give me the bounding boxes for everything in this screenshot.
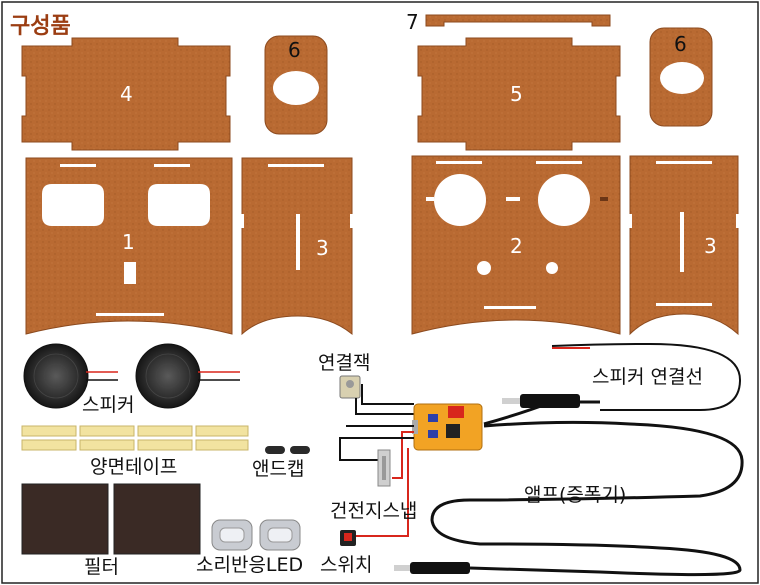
cardboard-piece-1 xyxy=(25,157,233,335)
label-speaker: 스피커 xyxy=(82,394,135,416)
label-switch: 스위치 xyxy=(320,554,373,576)
filter-sheets xyxy=(21,483,201,555)
cardboard-piece-5 xyxy=(417,37,621,151)
label-battery-snap: 건전지스냅 xyxy=(330,500,418,522)
piece-number-7: 7 xyxy=(406,10,419,34)
cardboard-piece-6-left xyxy=(264,35,328,135)
piece-number-1: 1 xyxy=(122,230,135,254)
label-endcap: 앤드캡 xyxy=(252,458,305,480)
cardboard-piece-7 xyxy=(425,14,611,27)
connection-jack xyxy=(339,375,414,415)
amp-wires xyxy=(339,425,414,537)
cardboard-piece-3-left xyxy=(238,157,356,336)
speaker-left xyxy=(23,343,118,409)
sound-leds xyxy=(211,519,301,551)
battery-snap xyxy=(377,449,391,487)
label-led: 소리반응LED xyxy=(196,554,304,576)
page-title: 구성품 xyxy=(10,14,71,39)
piece-number-6-left: 6 xyxy=(288,38,301,62)
cardboard-piece-6-right xyxy=(649,27,713,127)
speaker-right xyxy=(135,343,240,409)
amp-board xyxy=(412,403,483,451)
cardboard-piece-2 xyxy=(411,155,621,335)
speaker-cable xyxy=(483,342,742,426)
label-speaker-cable: 스피커 연결선 xyxy=(592,366,703,388)
label-jack: 연결잭 xyxy=(318,352,371,374)
label-amp: 앰프(증폭기) xyxy=(524,484,627,506)
piece-number-2: 2 xyxy=(510,234,523,258)
end-caps xyxy=(265,446,310,454)
piece-number-3-right: 3 xyxy=(704,234,717,258)
piece-number-6-right: 6 xyxy=(674,32,687,56)
piece-number-5: 5 xyxy=(510,82,523,106)
cardboard-piece-4 xyxy=(21,37,231,151)
label-tape: 양면테이프 xyxy=(90,456,178,478)
piece-number-3-left: 3 xyxy=(316,236,329,260)
double-sided-tape xyxy=(21,425,249,451)
switch xyxy=(340,530,356,546)
piece-number-4: 4 xyxy=(120,82,133,106)
cardboard-piece-3-right xyxy=(626,155,742,336)
amp-cable xyxy=(394,420,744,577)
label-filter: 필터 xyxy=(84,556,119,578)
